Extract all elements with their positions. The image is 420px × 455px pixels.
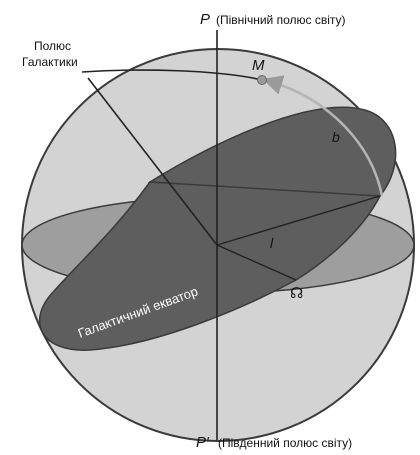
point-m-label: M <box>252 57 265 74</box>
galactic-pole-line1: Полюс <box>34 39 71 53</box>
galactic-plane-front <box>38 181 382 351</box>
arc-b-label: b <box>332 129 340 145</box>
galactic-axis <box>87 77 218 246</box>
pole-p-letter: P <box>200 11 210 28</box>
latitude-arc-b <box>262 75 384 197</box>
galactic-pole-line2: Галактики <box>22 55 78 69</box>
pole-p-prime-text: (Південний полюс світу) <box>218 436 352 450</box>
galactic-plane-far <box>147 106 397 197</box>
ascending-node-symbol: ☊ <box>290 285 303 302</box>
radius-to-foot <box>216 195 381 246</box>
point-m <box>257 75 267 85</box>
meridian-arc <box>81 69 263 81</box>
radius-to-node <box>216 244 297 281</box>
arc-l-label: l <box>270 235 274 251</box>
pole-p-prime-letter: P′ <box>196 434 210 451</box>
pole-p-text: (Північний полюс світу) <box>216 13 346 27</box>
